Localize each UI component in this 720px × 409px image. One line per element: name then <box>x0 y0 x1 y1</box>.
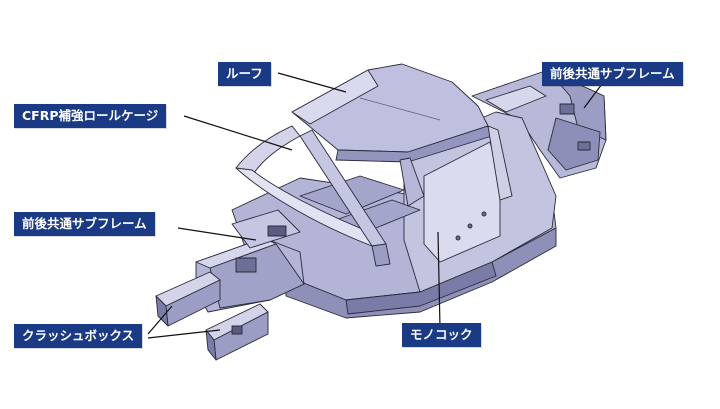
cfrp-roll-cage-label: CFRP補強ロールケージ <box>14 104 167 128</box>
leader-lines <box>147 72 603 339</box>
leader-cfrp <box>183 115 293 151</box>
rear-subframe-shape <box>471 69 607 179</box>
leader-subframe-right <box>583 83 603 109</box>
roof-label: ルーフ <box>218 62 271 86</box>
leader-roof <box>277 72 347 93</box>
leader-crash-2 <box>147 329 221 339</box>
leader-subframe-left <box>177 227 257 241</box>
crash-box-shape <box>155 271 269 361</box>
leader-crash-1 <box>147 305 173 335</box>
front-subframe-shape <box>195 209 305 313</box>
roll-cage-shape <box>235 125 391 267</box>
monocoque-label: モノコック <box>402 323 481 347</box>
front-rear-subframe-label-right: 前後共通サブフレーム <box>542 62 683 86</box>
pillar-shape <box>399 125 513 207</box>
front-rear-subframe-label-left: 前後共通サブフレーム <box>14 212 155 236</box>
leader-monocoque <box>437 231 441 329</box>
crash-box-label: クラッシュボックス <box>14 324 143 348</box>
roof-shape <box>291 63 493 163</box>
